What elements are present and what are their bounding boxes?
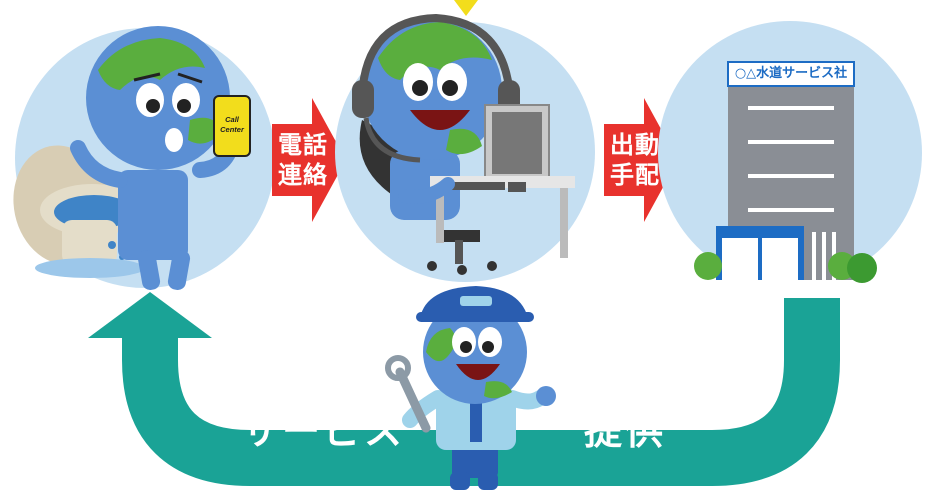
customer-scene: Call Center	[13, 26, 275, 290]
wrench-icon	[385, 355, 431, 433]
phone-contact-arrow	[272, 98, 346, 222]
cap-icon	[416, 286, 534, 322]
worried-earth-character	[70, 26, 240, 290]
dispatch-line2: 手配	[610, 161, 660, 189]
plumber-earth-character	[385, 286, 556, 490]
computer-desk	[398, 104, 575, 258]
company-sign: ○△水道サービス社	[734, 66, 848, 81]
phone-center-label: Center	[220, 125, 245, 134]
operator-earth-character	[362, 20, 502, 220]
phone-contact-line2: 連絡	[278, 161, 328, 189]
marker-triangle-icon	[454, 0, 478, 16]
dispatch-arrow	[604, 98, 678, 222]
dispatch-line1: 出動	[610, 131, 660, 159]
company-building	[694, 61, 890, 286]
company-scene	[658, 21, 922, 286]
call-center-scene	[335, 0, 595, 282]
smartphone-icon: Call Center	[213, 95, 251, 157]
phone-call-label: Call	[225, 115, 240, 124]
phone-contact-label: 電話 連絡	[272, 130, 334, 190]
dispatch-label: 出動 手配	[604, 130, 666, 190]
service-label-left: サービス	[240, 409, 405, 453]
service-label-right: 提供	[583, 409, 666, 453]
phone-contact-line1: 電話	[278, 131, 328, 159]
